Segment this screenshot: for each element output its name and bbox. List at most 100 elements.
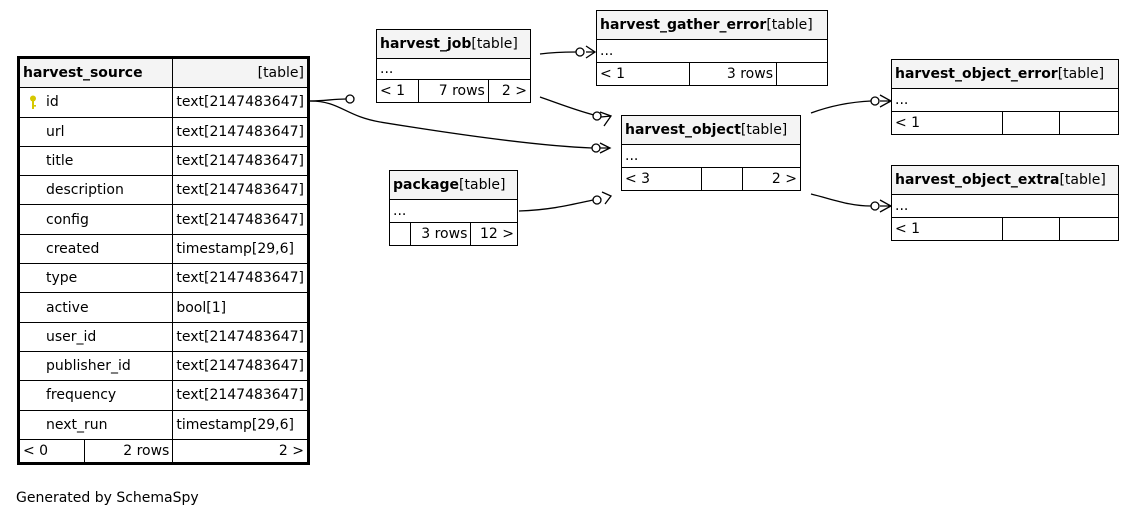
table-kind: [table] bbox=[1057, 66, 1105, 82]
table-kind: [table] bbox=[740, 122, 788, 138]
table-name: harvest_object bbox=[625, 122, 741, 138]
edge-end-circle bbox=[870, 96, 880, 106]
table-header: harvest_object[table] bbox=[621, 115, 801, 145]
parents-link[interactable]: < 3 bbox=[621, 167, 702, 191]
row-count bbox=[701, 167, 743, 191]
parents-link[interactable]: < 1 bbox=[375, 79, 420, 103]
table-footer: < 1 7 rows 2 > bbox=[375, 79, 532, 103]
column-name: frequency bbox=[17, 380, 174, 411]
table-body-ellipsis: ... bbox=[376, 58, 531, 80]
row-count: 3 rows bbox=[689, 62, 777, 86]
edge-harvest-job-to-harvest-object bbox=[539, 96, 595, 116]
column-name: description bbox=[17, 175, 174, 206]
table-footer: < 1 bbox=[891, 217, 1119, 241]
column-type: text[2147483647] bbox=[172, 204, 309, 235]
column-type: text[2147483647] bbox=[172, 116, 309, 147]
edge-harvest-object-to-harvest-object-error bbox=[810, 100, 872, 114]
table-package[interactable]: package[table] ... 3 rows 12 > bbox=[389, 170, 518, 246]
row-count: 7 rows bbox=[418, 79, 489, 103]
column-name: type bbox=[17, 263, 174, 294]
children-link[interactable]: 2 > bbox=[742, 167, 801, 191]
column-name: config bbox=[17, 204, 174, 235]
column-type: timestamp[29,6] bbox=[172, 409, 309, 440]
table-name: harvest_object_extra bbox=[895, 172, 1060, 188]
children-link[interactable]: 2 > bbox=[487, 79, 532, 103]
column-name: next_run bbox=[17, 409, 174, 440]
table-footer: < 0 2 rows 2 > bbox=[18, 438, 309, 464]
edge-end-circle bbox=[345, 94, 355, 104]
table-name: harvest_source bbox=[23, 65, 143, 82]
table-header: harvest_object_extra[table] bbox=[891, 165, 1119, 195]
table-body-ellipsis: ... bbox=[891, 194, 1119, 218]
parents-link[interactable]: < 0 bbox=[18, 438, 85, 464]
row-count: 3 rows bbox=[409, 222, 472, 246]
column-name: user_id bbox=[17, 321, 174, 352]
column-type: timestamp[29,6] bbox=[172, 233, 309, 265]
table-footer: < 1 3 rows bbox=[596, 62, 828, 86]
table-name: harvest_job bbox=[380, 36, 472, 52]
edge-harvest-object-to-harvest-object-extra bbox=[810, 193, 872, 207]
table-harvest-gather-error[interactable]: harvest_gather_error[table] ... < 1 3 ro… bbox=[596, 10, 828, 86]
table-header: harvest_job[table] bbox=[376, 29, 531, 59]
column-type: text[2147483647] bbox=[172, 175, 309, 206]
table-kind: [table] bbox=[459, 177, 506, 193]
edge-end-circle bbox=[870, 201, 880, 211]
table-harvest-source[interactable]: harvest_source [table] id text[214748364… bbox=[17, 56, 310, 465]
table-header: harvest_object_error[table] bbox=[891, 59, 1119, 89]
column-type: text[2147483647] bbox=[172, 145, 309, 177]
table-header: harvest_source bbox=[17, 56, 174, 89]
primary-key-icon bbox=[30, 95, 36, 110]
children-link[interactable] bbox=[776, 62, 828, 86]
edge-end-circle bbox=[575, 47, 585, 57]
table-body-ellipsis: ... bbox=[621, 144, 801, 168]
table-header: package[table] bbox=[389, 170, 518, 200]
column-name: active bbox=[17, 292, 174, 323]
table-body-ellipsis: ... bbox=[891, 88, 1119, 112]
edge-package-to-harvest-object bbox=[518, 199, 594, 212]
children-link[interactable] bbox=[1059, 111, 1119, 135]
children-link[interactable] bbox=[1059, 217, 1119, 241]
column-name: id bbox=[17, 87, 174, 118]
table-harvest-object[interactable]: harvest_object[table] ... < 3 2 > bbox=[621, 115, 801, 191]
column-type: bool[1] bbox=[172, 292, 309, 323]
column-type: text[2147483647] bbox=[172, 263, 309, 294]
edge-end-circle bbox=[592, 111, 602, 121]
table-harvest-object-error[interactable]: harvest_object_error[table] ... < 1 bbox=[891, 59, 1119, 135]
table-body-ellipsis: ... bbox=[389, 199, 518, 223]
table-name: package bbox=[393, 177, 460, 193]
table-kind: [table] bbox=[766, 17, 813, 33]
table-harvest-job[interactable]: harvest_job[table] ... < 1 7 rows 2 > bbox=[375, 29, 532, 103]
column-type: text[2147483647] bbox=[172, 321, 309, 352]
column-name: created bbox=[17, 233, 174, 265]
parents-link[interactable]: < 1 bbox=[596, 62, 690, 86]
edge-end-circle bbox=[592, 195, 602, 205]
column-name: url bbox=[17, 116, 174, 147]
table-kind: [table] bbox=[471, 36, 518, 52]
table-harvest-object-extra[interactable]: harvest_object_extra[table] ... < 1 bbox=[891, 165, 1119, 241]
table-kind: [table] bbox=[172, 56, 309, 89]
table-name: harvest_gather_error bbox=[600, 17, 767, 33]
column-type: text[2147483647] bbox=[172, 87, 309, 118]
table-footer: < 1 bbox=[891, 111, 1119, 135]
table-kind: [table] bbox=[1059, 172, 1106, 188]
column-name: title bbox=[17, 145, 174, 177]
table-footer: 3 rows 12 > bbox=[389, 222, 518, 246]
edge-harvest-job-to-harvest-gather-error bbox=[539, 51, 577, 55]
parents-link[interactable]: < 1 bbox=[891, 217, 1003, 241]
children-link[interactable]: 12 > bbox=[470, 222, 518, 246]
column-name: publisher_id bbox=[17, 350, 174, 382]
parents-link[interactable]: < 1 bbox=[891, 111, 1003, 135]
table-name: harvest_object_error bbox=[895, 66, 1058, 82]
column-type: text[2147483647] bbox=[172, 380, 309, 411]
row-count bbox=[1002, 217, 1060, 241]
parents-link[interactable] bbox=[389, 222, 411, 246]
children-link[interactable]: 2 > bbox=[172, 438, 309, 464]
